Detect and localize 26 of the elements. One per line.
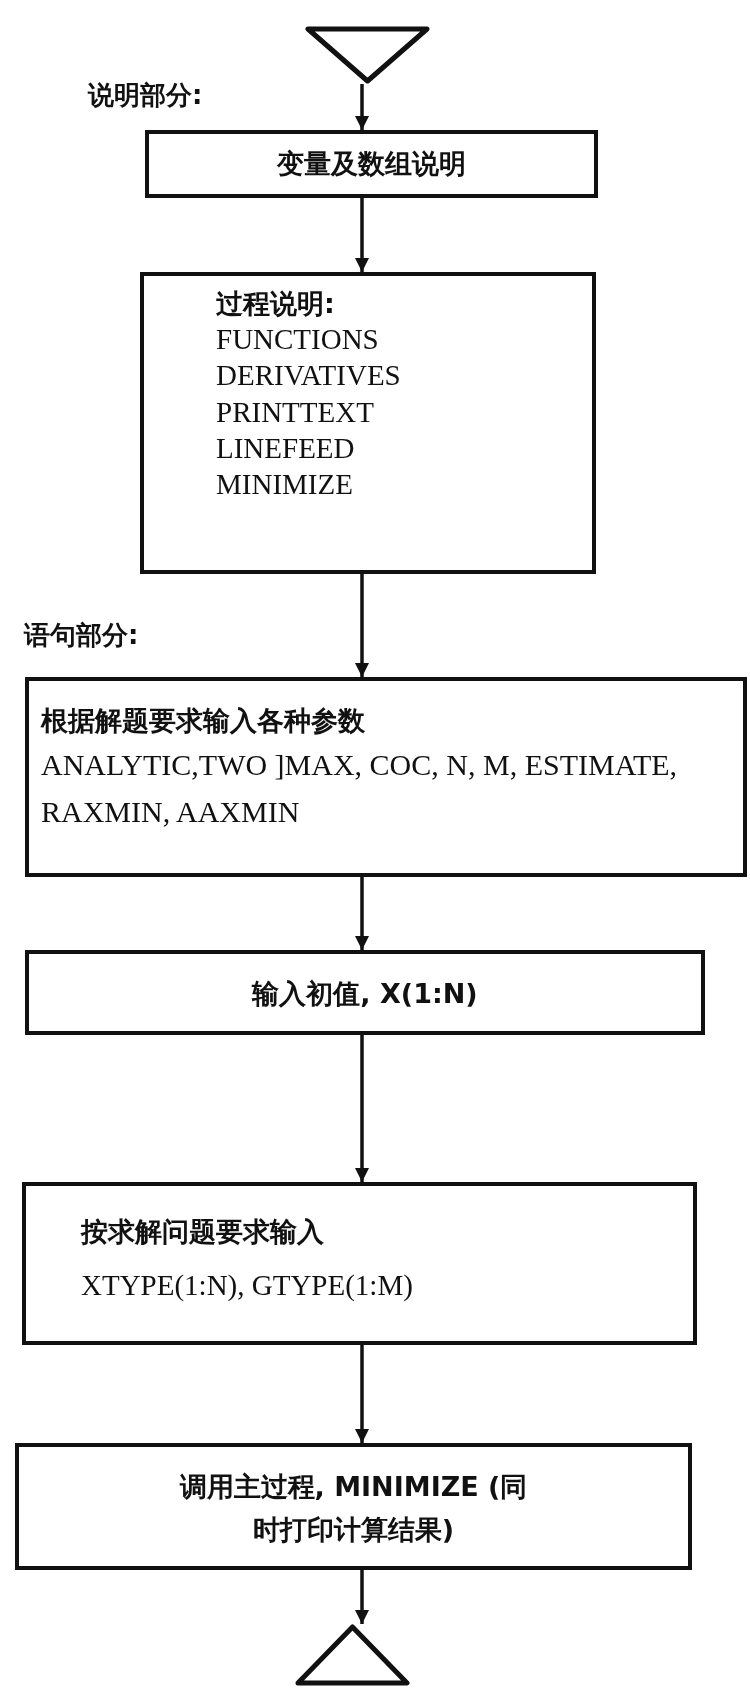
arrow: [355, 574, 369, 677]
box-text: ANALYTIC,TWO ]MAX, COC, N, M, ESTIMATE, RAXMIN, AAXMIN: [41, 747, 679, 830]
process-box: [140, 272, 596, 574]
arrow: [355, 1035, 369, 1182]
box-text: 输入初值, X(1:N): [250, 977, 479, 1011]
start-triangle: [305, 26, 430, 84]
end-triangle: [295, 1624, 410, 1686]
section-label: 语句部分:: [24, 619, 139, 652]
arrow: [355, 198, 369, 272]
arrow: [355, 1345, 369, 1443]
box-text: 变量及数组说明: [276, 147, 467, 181]
process-box: [25, 950, 705, 1035]
box-heading: 按求解问题要求输入: [81, 1215, 325, 1249]
box-text: 调用主过程, MINIMIZE (同时打印计算结果): [178, 1470, 529, 1548]
box-text: FUNCTIONS DERIVATIVES PRINTTEXT LINEFEED MINIMIZE: [216, 322, 401, 503]
box-heading: 根据解题要求输入各种参数: [41, 704, 366, 738]
section-label: 说明部分:: [88, 79, 203, 112]
process-box: [15, 1443, 692, 1570]
process-box: [25, 677, 747, 877]
arrow: [355, 84, 369, 130]
arrow: [355, 877, 369, 950]
box-heading: 过程说明:: [216, 287, 336, 321]
process-box: [145, 130, 598, 198]
process-box: [22, 1182, 697, 1345]
arrow: [355, 1570, 369, 1624]
box-text: XTYPE(1:N), GTYPE(1:M): [81, 1268, 414, 1304]
